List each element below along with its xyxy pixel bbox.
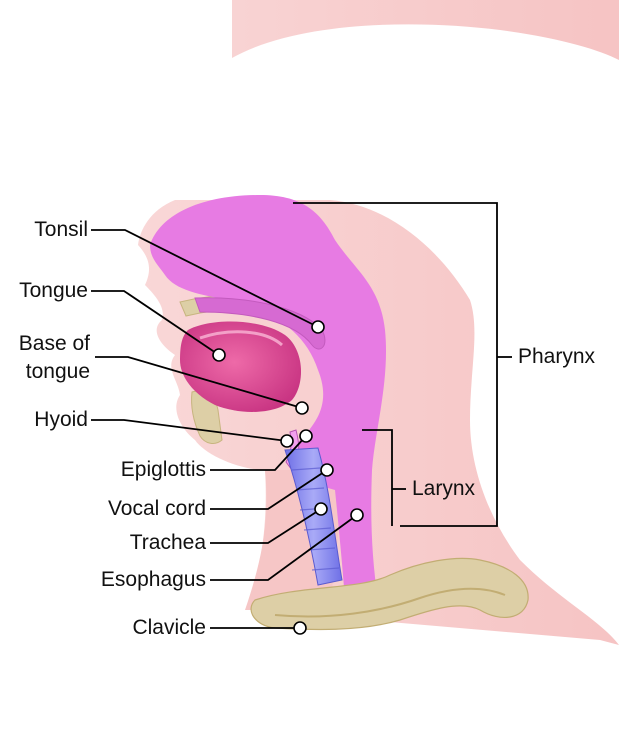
leader-tongue: [91, 290, 220, 356]
trachea-tube: [284, 447, 343, 586]
tongue-shape: [180, 321, 302, 412]
label-esophagus: Esophagus: [100, 568, 206, 591]
label-base-of-tongue-line1: Base of: [18, 332, 90, 355]
marker-hyoid: [280, 434, 294, 448]
larynx-bracket: [362, 429, 406, 526]
marker-trachea: [314, 502, 328, 516]
marker-dots: [212, 320, 364, 635]
label-larynx: Larynx: [412, 477, 476, 500]
leader-trachea: [210, 508, 322, 544]
trachea-rings: [291, 467, 340, 571]
label-base-of-tongue-line2: tongue: [25, 360, 90, 383]
marker-clavicle: [293, 621, 307, 635]
tongue-highlight: [199, 330, 283, 347]
label-trachea: Trachea: [129, 531, 206, 554]
leader-base-of-tongue: [95, 356, 303, 409]
label-epiglottis: Epiglottis: [120, 458, 206, 481]
marker-tonsil: [311, 320, 325, 334]
label-vocal-cord: Vocal cord: [107, 497, 206, 520]
marker-epiglottis: [299, 429, 313, 443]
marker-vocal-cord: [320, 463, 334, 477]
leader-epiglottis: [210, 435, 307, 471]
label-hyoid: Hyoid: [34, 408, 88, 431]
leader-hyoid: [91, 419, 288, 442]
marker-base-of-tongue: [295, 401, 309, 415]
label-base-of-tongue: Base of tongue: [0, 330, 90, 386]
label-tongue: Tongue: [19, 279, 88, 302]
label-pharynx: Pharynx: [518, 345, 596, 368]
leader-tonsil: [91, 229, 319, 328]
soft-palate: [194, 297, 326, 350]
marker-tongue: [212, 348, 226, 362]
pharynx-bracket: [293, 202, 512, 527]
leader-esophagus: [210, 514, 358, 581]
label-tonsil: Tonsil: [34, 218, 88, 241]
clavicle-shadow: [274, 587, 506, 618]
label-clavicle: Clavicle: [132, 616, 206, 639]
leader-lines: [91, 229, 358, 629]
leader-vocal-cord: [210, 469, 328, 510]
marker-esophagus: [350, 508, 364, 522]
pharynx-airway: [150, 195, 387, 600]
